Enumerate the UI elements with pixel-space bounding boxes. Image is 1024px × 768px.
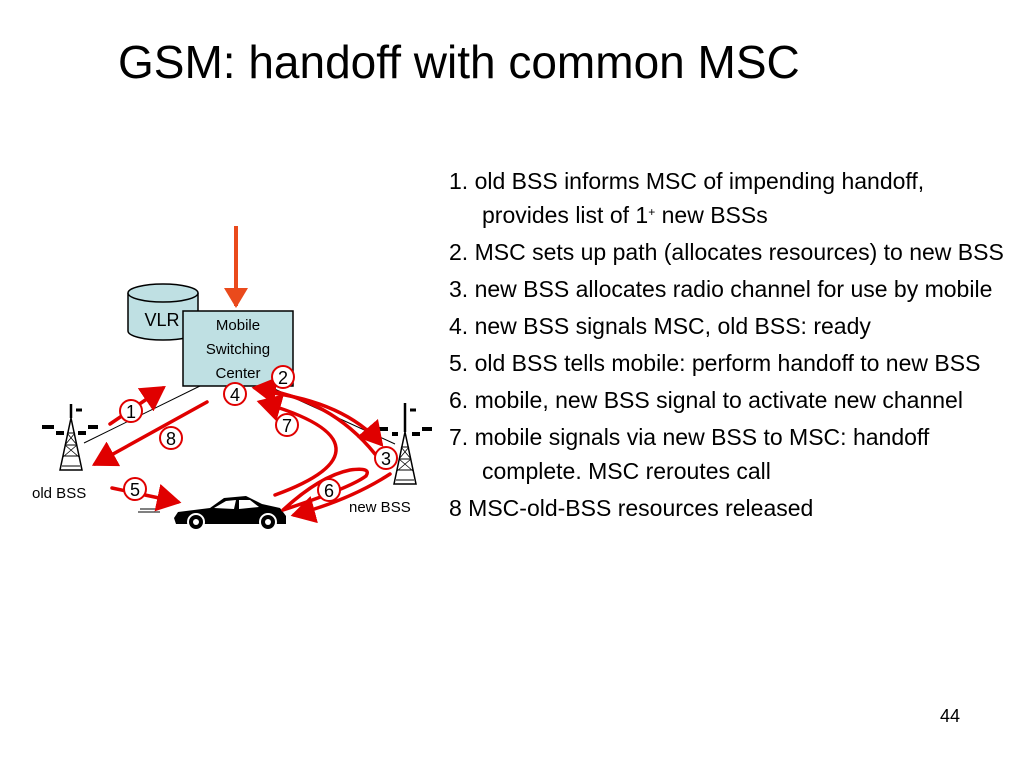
svg-text:1: 1 [126,402,136,422]
car-icon [138,496,286,531]
svg-text:6: 6 [324,481,334,501]
new-bss-tower-icon [376,403,432,485]
arrow-step-3 [290,472,392,524]
handoff-steps-list: 1. old BSS informs MSC of impending hand… [449,164,1009,528]
slide-title: GSM: handoff with common MSC [118,36,800,88]
step-marker-5: 5 [123,477,147,501]
step-item-2: 2. MSC sets up path (allocates resources… [449,239,1004,265]
vlr-label: VLR [144,310,179,330]
step-marker-7: 7 [275,413,299,437]
svg-text:7: 7 [282,416,292,436]
new-bss-label: new BSS [349,499,411,516]
step-item-3: 3. new BSS allocates radio channel for u… [449,276,993,302]
step-item-8: 8 MSC-old-BSS resources released [449,495,814,521]
step-item-4: 4. new BSS signals MSC, old BSS: ready [449,313,871,339]
step-marker-6: 6 [317,478,341,502]
old-bss-label: old BSS [32,485,86,502]
msc-label-line-2: Switching [206,341,270,358]
vlr-database: VLR [127,283,199,341]
step-item-1: 1. old BSS informs MSC of impending hand… [449,168,925,228]
step-marker-8: 8 [159,426,183,450]
svg-text:2: 2 [278,368,288,388]
step-item-7: 7. mobile signals via new BSS to MSC: ha… [449,424,930,484]
step-item-6: 6. mobile, new BSS signal to activate ne… [449,387,963,413]
step-marker-3: 3 [374,446,398,470]
step-marker-2: 2 [271,365,295,389]
svg-text:8: 8 [166,429,176,449]
svg-text:4: 4 [230,385,240,405]
old-bss-tower-icon [42,404,98,471]
arrow-step-7 [256,394,338,497]
msc-label-line-3: Center [215,365,260,382]
arrow-step-4 [251,376,377,456]
step-marker-4: 4 [223,382,247,406]
step-marker-1: 1 [119,399,143,423]
handoff-diagram: VLR Mobile Switching Center old BSS new … [32,226,432,531]
msc-label-line-1: Mobile [216,317,260,334]
svg-text:5: 5 [130,480,140,500]
arrow-step-8 [91,400,209,467]
slide-number: 44 [940,706,961,726]
svg-text:3: 3 [381,449,391,469]
step-item-5: 5. old BSS tells mobile: perform handoff… [449,350,981,376]
